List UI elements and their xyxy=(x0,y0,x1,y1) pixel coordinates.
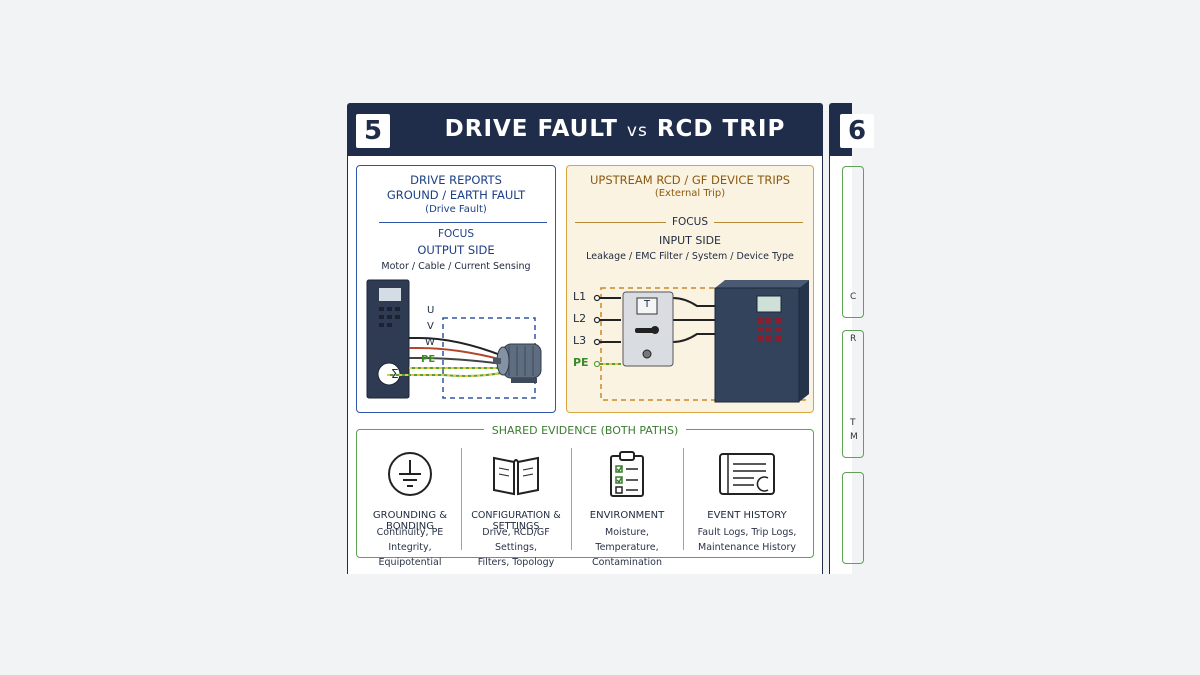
shared-evidence-title: SHARED EVIDENCE (BOTH PATHS) xyxy=(483,424,687,437)
wire-label-u: U xyxy=(427,305,435,316)
drive-reports-label: DRIVE REPORTS xyxy=(410,173,502,187)
evidence-environment: ENVIRONMENT Moisture, Temperature, Contam… xyxy=(573,450,681,568)
ground-fault-label: GROUND / EARTH FAULT xyxy=(386,188,526,202)
next-step-number: 6 xyxy=(840,114,874,148)
focus-label: FOCUS xyxy=(438,228,474,240)
evidence-line: Maintenance History xyxy=(698,542,796,553)
checklist-icon xyxy=(573,450,681,502)
input-side-diagram xyxy=(593,280,809,403)
evidence-line: Drive, RCD/GF Settings, xyxy=(482,527,550,553)
drive-cabinet-icon xyxy=(714,280,809,403)
evidence-grounding: GROUNDING & BONDING Continuity, PE Integ… xyxy=(361,450,459,568)
upstream-rcd-label: UPSTREAM RCD / GF DEVICE TRIPS xyxy=(589,173,791,187)
log-icon xyxy=(685,450,809,502)
evidence-line: Moisture, Temperature, xyxy=(595,527,659,553)
evidence-heading: EVENT HISTORY xyxy=(707,510,787,521)
focus-title: OUTPUT SIDE xyxy=(417,243,495,257)
card-title: DRIVE FAULT vs RCD TRIP xyxy=(408,116,822,142)
drive-fault-sub: (Drive Fault) xyxy=(425,204,487,215)
evidence-line: Fault Logs, Trip Logs, xyxy=(697,527,797,538)
evidence-detail: Drive, RCD/GF Settings, Filters, Topology xyxy=(463,525,569,570)
book-icon xyxy=(463,450,569,502)
next-card-fragment: C xyxy=(850,292,857,302)
line-label-l3: L3 xyxy=(573,334,587,347)
next-card-box xyxy=(842,330,864,458)
focus-detail: Motor / Cable / Current Sensing xyxy=(381,261,531,272)
shared-evidence-title-row: SHARED EVIDENCE (BOTH PATHS) xyxy=(357,424,813,437)
step-number: 5 xyxy=(356,114,390,148)
divider xyxy=(379,222,547,223)
line-label-l1: L1 xyxy=(573,290,587,303)
next-card-box xyxy=(842,472,864,564)
title-part1: DRIVE FAULT xyxy=(444,116,627,142)
next-card-box xyxy=(842,166,864,318)
evidence-line: Filters, Topology xyxy=(477,557,555,568)
focus-label-text: FOCUS xyxy=(666,216,714,228)
line-label-l2: L2 xyxy=(573,312,587,325)
evidence-line: Contamination xyxy=(592,557,662,568)
next-card-fragment: M xyxy=(850,432,858,442)
evidence-line: Continuity, PE Integrity, xyxy=(376,527,444,553)
drive-unit-icon xyxy=(366,279,410,399)
next-card-header: 6 xyxy=(830,104,874,156)
rcd-device-icon xyxy=(622,291,674,367)
dashed-rcd-zone xyxy=(600,287,806,401)
drive-fault-panel: DRIVE REPORTS GROUND / EARTH FAULT (Driv… xyxy=(356,165,556,413)
evidence-event-history: EVENT HISTORY Fault Logs, Trip Logs, Main… xyxy=(685,450,809,553)
output-side-diagram xyxy=(366,279,542,399)
external-trip-sub: (External Trip) xyxy=(654,188,726,199)
drive-fault-vs-rcd-card: 5 DRIVE FAULT vs RCD TRIP DRIVE REPORTS … xyxy=(347,103,823,574)
title-part2: RCD TRIP xyxy=(647,116,786,142)
next-card-fragment: R xyxy=(850,334,857,344)
evidence-heading: GROUNDING & BONDING xyxy=(372,510,448,532)
next-card-fragment: T xyxy=(850,418,856,428)
evidence-detail: Continuity, PE Integrity, Equipotential xyxy=(361,525,459,570)
focus-title: INPUT SIDE xyxy=(658,234,722,247)
wire-label-v: V xyxy=(427,321,434,332)
evidence-detail: Fault Logs, Trip Logs, Maintenance Histor… xyxy=(685,525,809,555)
evidence-heading: CONFIGURATION & SETTINGS xyxy=(471,510,561,532)
wire-label-pe: PE xyxy=(421,354,436,365)
title-vs: vs xyxy=(626,121,648,141)
evidence-detail: Moisture, Temperature, Contamination xyxy=(573,525,681,570)
rcd-trip-panel: UPSTREAM RCD / GF DEVICE TRIPS (External… xyxy=(566,165,814,413)
next-card-partial: 6 C R T M xyxy=(829,103,874,574)
supply-lines xyxy=(597,297,717,365)
focus-detail: Leakage / EMC Filter / System / Device T… xyxy=(586,251,794,262)
test-button: T xyxy=(643,299,651,310)
shared-evidence-panel: SHARED EVIDENCE (BOTH PATHS) GROUNDING &… xyxy=(356,424,814,568)
separator xyxy=(683,448,684,550)
focus-label: FOCUS xyxy=(567,216,813,228)
separator xyxy=(571,448,572,550)
separator xyxy=(461,448,462,550)
evidence-configuration: CONFIGURATION & SETTINGS Drive, RCD/GF S… xyxy=(463,450,569,568)
motor-icon xyxy=(493,343,542,383)
evidence-heading: ENVIRONMENT xyxy=(589,510,665,521)
ground-icon xyxy=(361,450,459,502)
wire-label-w: W xyxy=(425,337,435,348)
evidence-line: Equipotential xyxy=(378,557,442,568)
line-label-pe: PE xyxy=(573,356,589,369)
sigma-sensor-icon: Σ xyxy=(391,367,399,381)
card-header: 5 DRIVE FAULT vs RCD TRIP xyxy=(348,104,822,156)
dashed-motor-zone xyxy=(442,317,536,399)
